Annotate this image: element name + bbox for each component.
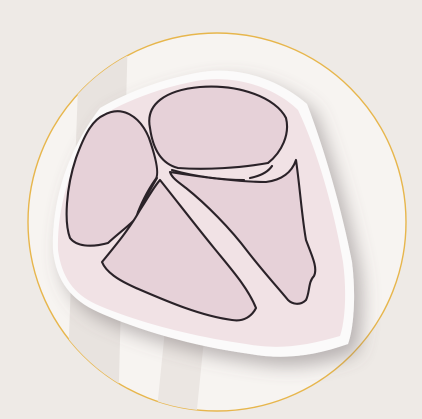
right-atrium [149, 87, 287, 169]
